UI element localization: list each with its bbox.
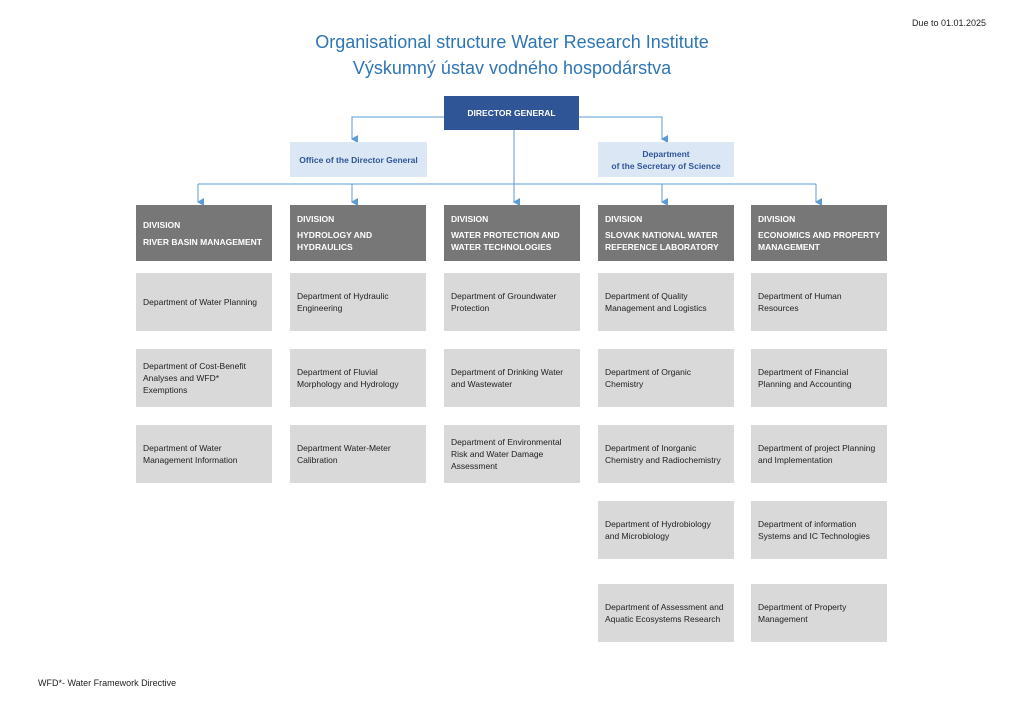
department-box: Department of Water Management Informati… [136,425,272,483]
page-subtitle: Výskumný ústav vodného hospodárstva [352,58,672,78]
division-label: DIVISION [605,214,643,224]
office-director-general-box: Office of the Director General [290,142,427,177]
division-name: SLOVAK NATIONAL WATER [605,230,718,240]
division-river-basin: DIVISION RIVER BASIN MANAGEMENT [136,205,272,261]
office-label: Office of the Director General [299,154,418,165]
division-reference-laboratory: DIVISION SLOVAK NATIONAL WATER REFERENCE… [598,205,734,261]
department-box: Department of Inorganic Chemistry and Ra… [598,425,734,483]
department-box: Department of information Systems and IC… [751,501,887,559]
department-box: Department of Assessment and Aquatic Eco… [598,584,734,642]
division-water-protection: DIVISION WATER PROTECTION AND WATER TECH… [444,205,580,261]
due-date: Due to 01.01.2025 [911,18,986,28]
department-box: Department of Property Management [751,584,887,642]
department-box: Department of Organic Chemistry [598,349,734,407]
department-box: Department of Hydraulic Engineering [290,273,426,331]
division-name: RIVER BASIN MANAGEMENT [143,236,263,247]
director-general-box: DIRECTOR GENERAL [444,96,579,130]
department-box: Department of Human Resources [751,273,887,331]
office-label: Department [642,148,690,159]
division-name: ECONOMICS AND PROPERTY [758,230,881,240]
department-box: Department Water-Meter Calibration [290,425,426,483]
office-secretary-science-box: Department of the Secretary of Science [598,142,734,177]
department-box: Department of Quality Management and Log… [598,273,734,331]
department-box: Department of Water Planning [136,273,272,331]
division-label: DIVISION [143,219,181,230]
office-label: of the Secretary of Science [611,160,721,171]
connector-office-left [351,116,444,143]
division-name: WATER PROTECTION AND [451,230,560,240]
department-box: Department of Environmental Risk and Wat… [444,425,580,483]
connector-office-right [579,116,668,143]
division-economics: DIVISION ECONOMICS AND PROPERTY MANAGEME… [751,205,887,261]
footnote: WFD*- Water Framework Directive [38,678,177,688]
division-label: DIVISION [451,214,489,224]
division-name-2: HYDRAULICS [297,242,353,252]
department-box: Department of Financial Planning and Acc… [751,349,887,407]
division-hydrology: DIVISION HYDROLOGY AND HYDRAULICS [290,205,426,261]
department-box: Department of Fluvial Morphology and Hyd… [290,349,426,407]
department-box: Department of Cost-Benefit Analyses and … [136,349,272,407]
department-box: Department of project Planning and Imple… [751,425,887,483]
division-label: DIVISION [297,214,335,224]
division-name-2: MANAGEMENT [758,242,820,252]
department-box: Department of Drinking Water and Wastewa… [444,349,580,407]
page-title: Organisational structure Water Research … [315,32,709,52]
division-name-2: REFERENCE LABORATORY [605,242,719,252]
department-box: Department of Hydrobiology and Microbiol… [598,501,734,559]
division-name: HYDROLOGY AND [297,230,373,240]
division-label: DIVISION [758,214,796,224]
department-box: Department of Groundwater Protection [444,273,580,331]
division-name-2: WATER TECHNOLOGIES [451,242,552,252]
